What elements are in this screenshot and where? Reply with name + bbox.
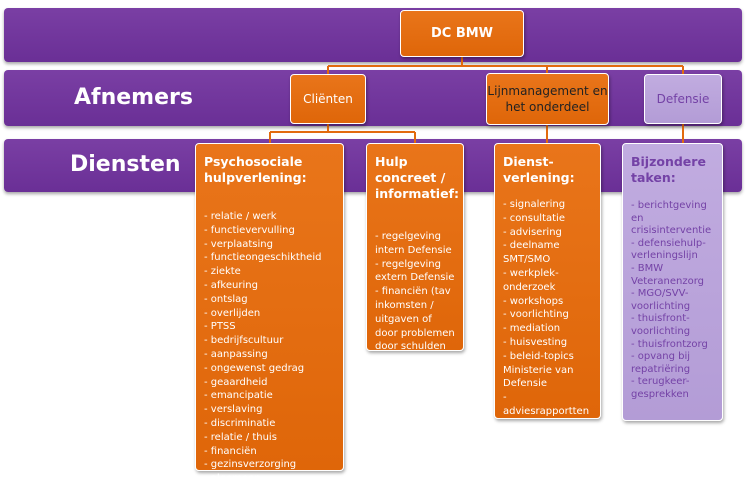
dienst-item: - mediation: [503, 323, 561, 335]
top-band: [4, 8, 742, 62]
afnemer-defensie-node: Defensie: [644, 74, 722, 124]
dienst-item: - regelgeving intern Defensie: [375, 231, 452, 256]
dienst-item: - werkplek-onderzoek: [503, 267, 559, 293]
dienst-item: - regelgeving extern Defensie: [375, 258, 455, 284]
dienst-item: - relatie / thuis: [204, 431, 277, 443]
dienst-item: - BMW Veteranenzorg: [631, 262, 705, 287]
dienst-item: - aanpassing: [204, 348, 268, 360]
dienst-item: - terugkeer-gesprekken: [631, 376, 690, 400]
dienst-item: - emancipatie: [204, 390, 273, 402]
dienst-item: - deelname SMT/SMO: [503, 240, 563, 266]
dienst-psychosociale-box: Psychosociale hulpverlening: - relatie /…: [195, 143, 344, 484]
dienst-item: - ontslag: [204, 293, 248, 305]
dienst-item: - financiën: [204, 445, 257, 457]
dienst-dienstverlening-box: Dienst-verlening: - signalering - consult…: [494, 143, 601, 419]
diensten-row-label: Diensten: [70, 152, 181, 177]
dienst-item: - berichtgeving en crisisinterventie: [631, 200, 712, 237]
dienst-item: - functieongeschiktheid: [204, 252, 322, 264]
dienst-item: - adviesrapportten: [503, 392, 590, 417]
dienst-items: - regelgeving intern Defensie- regelgevi…: [375, 230, 457, 354]
dienst-item: - MGO/SVV-voorlichting: [631, 288, 691, 312]
dienst-item: - voorlichting: [503, 309, 569, 321]
root-label: DC BMW: [430, 26, 494, 41]
dienst-item: - huisvesting: [503, 336, 568, 348]
dienst-item: - beleid-topics Ministerie van Defensie: [503, 350, 578, 390]
dienst-hulp-box: Hulp concreet / informatief: - regelgevi…: [366, 143, 464, 354]
dienst-item: - ongewenst gedrag: [204, 362, 305, 374]
dienst-item: - geaardheid: [204, 376, 268, 388]
dienst-item: - verplaatsing: [204, 238, 273, 250]
dienst-item: - verslaving: [204, 404, 263, 416]
dienst-item: - PTSS: [204, 321, 236, 333]
dienst-item: - thuisfrontzorg: [631, 338, 708, 350]
afnemers-band: Afnemers: [4, 70, 742, 126]
dienst-item: - bedrijfscultuur: [204, 335, 284, 347]
dienst-bijzondere-box: Bijzondere taken: - berichtgeving en cri…: [622, 143, 723, 421]
dienst-item: - opvang bij repatriëring: [631, 351, 694, 375]
dienst-item: - afkeuring: [204, 279, 258, 291]
dienst-items: - berichtgeving en crisisinterventie- de…: [631, 200, 716, 402]
afnemer-clienten-node: Cliënten: [290, 74, 366, 124]
dienst-item: - advisering: [503, 226, 562, 238]
afnemer-label: Cliënten: [303, 92, 353, 106]
dienst-item: - ziekte: [204, 266, 241, 278]
afnemer-label: Lijnmanagement en het onderdeel: [487, 84, 608, 114]
dienst-item: - thuisfront-voorlichting: [631, 313, 691, 337]
afnemer-lijnmanagement-node: Lijnmanagement en het onderdeel: [486, 73, 609, 125]
dienst-title: Dienst-verlening:: [503, 154, 575, 185]
dienst-item: - discriminatie: [204, 417, 276, 429]
dienst-items: - relatie / werk - functievervulling - ver…: [204, 210, 337, 486]
dienst-item: - defensiehulp-verleningslijn: [631, 237, 706, 262]
dienst-item: - gezinsverzorging: [204, 459, 297, 471]
connector-root-afnemers: [327, 57, 684, 74]
dienst-title: Psychosociale hulpverlening:: [204, 154, 307, 185]
dienst-item: - workshops: [503, 295, 564, 307]
dienst-item: - overlijden: [204, 307, 261, 319]
dienst-item: - financiën (tav inkomsten / uitgaven of…: [375, 286, 458, 353]
root-node: DC BMW: [400, 10, 524, 57]
afnemer-label: Defensie: [656, 92, 710, 106]
dienst-item: - signalering: [503, 199, 566, 210]
dienst-title: Bijzondere taken:: [631, 154, 706, 185]
dienst-item: - consultatie: [503, 212, 565, 224]
dienst-title: Hulp concreet / informatief:: [375, 154, 460, 201]
dienst-items: - signalering - consultatie - advisering - …: [503, 198, 594, 419]
connector-clienten-diensten: [269, 124, 416, 143]
afnemers-row-label: Afnemers: [74, 85, 193, 110]
dienst-item: - functievervulling: [204, 224, 295, 236]
dienst-item: - algemeen: [204, 473, 261, 485]
dienst-item: - relatie / werk: [204, 211, 277, 222]
